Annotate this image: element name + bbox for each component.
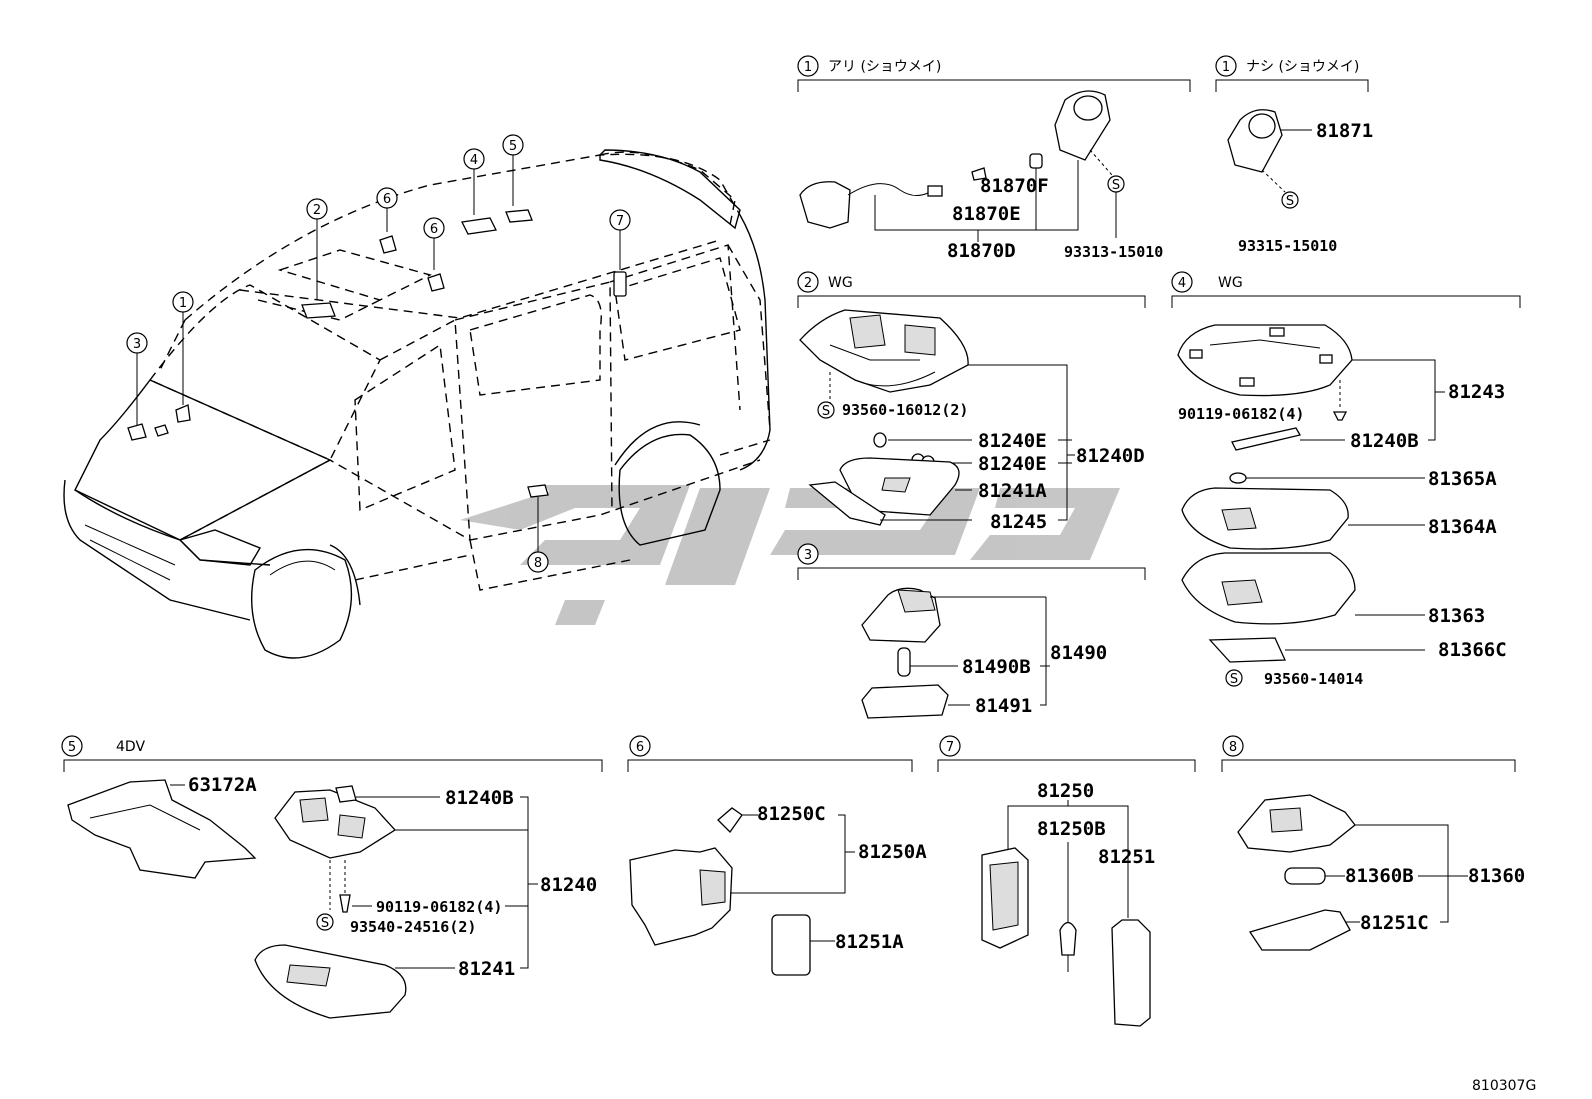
svg-text:8: 8 [534,556,542,571]
svg-text:S: S [1230,672,1238,687]
svg-text:5: 5 [68,740,76,755]
svg-text:81241A: 81241A [978,480,1047,502]
svg-text:81871: 81871 [1316,120,1373,142]
svg-text:6: 6 [636,740,644,755]
svg-text:81245: 81245 [990,511,1047,533]
svg-text:90119-06182(4): 90119-06182(4) [1178,405,1304,423]
svg-text:81243: 81243 [1448,381,1505,403]
svg-text:81240D: 81240D [1076,445,1145,467]
svg-text:5: 5 [509,139,517,154]
svg-text:81491: 81491 [975,695,1032,717]
svg-text:81363: 81363 [1428,605,1485,627]
svg-text:93313-15010: 93313-15010 [1064,243,1163,261]
watermark-logo [460,485,1120,625]
svg-text:81490: 81490 [1050,642,1107,664]
svg-text:S: S [321,916,329,931]
svg-text:3: 3 [133,337,141,352]
svg-text:81360: 81360 [1468,865,1525,887]
svg-text:81366C: 81366C [1438,639,1507,661]
svg-text:81250C: 81250C [757,803,826,825]
svg-text:81251: 81251 [1098,846,1155,868]
vehicle-outline [63,149,771,659]
svg-text:81240B: 81240B [1350,430,1419,452]
svg-text:81250B: 81250B [1037,818,1106,840]
svg-text:ナシ (ショウメイ): ナシ (ショウメイ) [1246,59,1359,75]
svg-text:1: 1 [804,60,812,75]
svg-text:4: 4 [470,153,478,168]
svg-text:アリ (ショウメイ): アリ (ショウメイ) [828,59,941,75]
svg-text:S: S [1286,194,1294,209]
svg-text:WG: WG [828,275,853,291]
svg-text:81870E: 81870E [952,203,1021,225]
svg-text:6: 6 [383,192,391,207]
svg-text:93540-24516(2): 93540-24516(2) [350,918,476,936]
svg-text:81365A: 81365A [1428,468,1497,490]
group-6: 6 81250C 81250A 81251A [627,735,927,976]
svg-text:81250A: 81250A [858,841,927,863]
diagram-code: 810307G [1472,1078,1536,1094]
svg-text:93560-14014: 93560-14014 [1264,670,1363,688]
svg-text:81240E: 81240E [978,453,1047,475]
group-5-4dv: 5 4DV 63172A 81240B 90119-06182(4) S 935… [61,735,603,1019]
svg-text:1: 1 [1222,60,1230,75]
svg-text:2: 2 [804,276,812,291]
svg-text:81360B: 81360B [1345,865,1414,887]
svg-text:90119-06182(4): 90119-06182(4) [376,898,502,916]
svg-text:81364A: 81364A [1428,516,1497,538]
group-3: 3 81490 81490B 81491 [797,543,1146,719]
vehicle-callouts: 1 3 2 6 6 4 5 7 8 [126,134,631,573]
svg-text:7: 7 [946,740,954,755]
svg-text:WG: WG [1218,275,1243,291]
svg-text:4DV: 4DV [116,739,145,755]
svg-text:81240E: 81240E [978,430,1047,452]
svg-text:81250: 81250 [1037,780,1094,802]
svg-text:7: 7 [616,214,624,229]
svg-text:93560-16012(2): 93560-16012(2) [842,401,968,419]
svg-text:81870F: 81870F [980,175,1049,197]
svg-text:6: 6 [430,222,438,237]
svg-text:4: 4 [1178,276,1186,291]
svg-text:8: 8 [1229,740,1237,755]
svg-text:3: 3 [804,548,812,563]
svg-text:81490B: 81490B [962,656,1031,678]
svg-text:81241: 81241 [458,958,515,980]
svg-text:93315-15010: 93315-15010 [1238,237,1337,255]
group-1-with-illumination: 1 アリ (ショウメイ) S 81870F 81870E 81870D 9331… [797,55,1191,262]
svg-text:81240B: 81240B [445,787,514,809]
svg-text:63172A: 63172A [188,774,257,796]
svg-text:S: S [1112,178,1120,193]
svg-text:1: 1 [179,296,187,311]
svg-text:S: S [822,404,830,419]
group-2-wg: 2 WG S 93560-16012(2) 81240E 81240E 8124… [797,271,1146,533]
group-7: 7 81250 81250B 81251 [937,735,1196,1027]
svg-text:81251C: 81251C [1360,912,1429,934]
svg-text:2: 2 [313,203,321,218]
group-8: 8 81360B 81360 81251C [1221,735,1525,951]
group-1-without-illumination: 1 ナシ (ショウメイ) S 81871 93315-15010 [1215,55,1373,255]
group-4-wg: 4 WG 90119-06182(4) 81243 81240B 81365A … [1171,271,1521,688]
svg-text:81240: 81240 [540,874,597,896]
svg-text:81251A: 81251A [835,931,904,953]
svg-text:81870D: 81870D [947,240,1016,262]
